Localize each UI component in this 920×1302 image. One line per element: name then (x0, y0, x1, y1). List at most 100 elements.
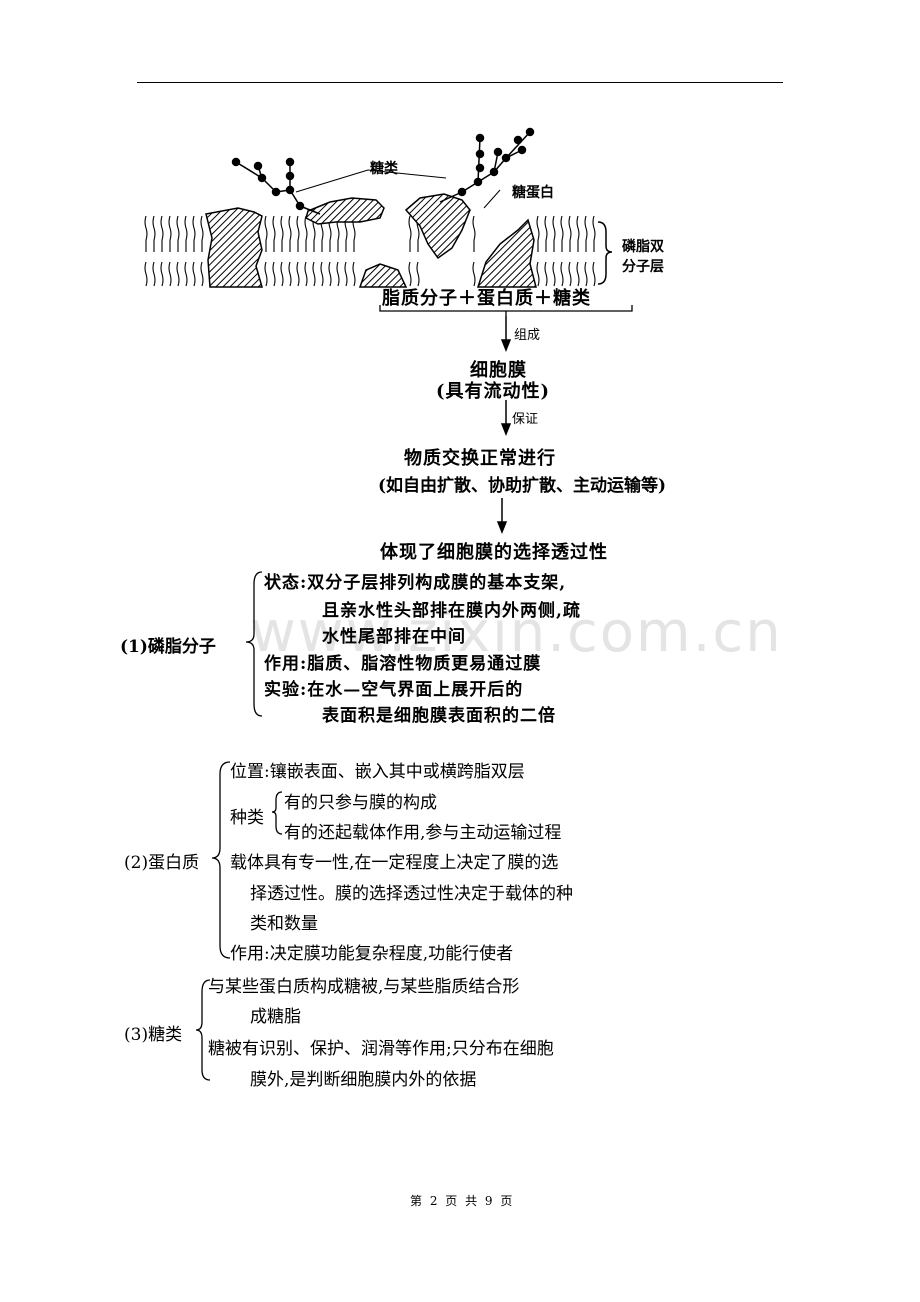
protein-type-1: 有的只参与膜的构成 (284, 793, 437, 813)
section1-line: 作用:脂质、脂溶性物质更易通过膜 (264, 654, 542, 674)
membrane-title: 细胞膜 (470, 360, 527, 381)
lipid-tail (264, 215, 268, 252)
arrow-label-compose: 组成 (514, 328, 541, 343)
protein-position: 位置:镶嵌表面、嵌入其中或横跨脂双层 (230, 762, 525, 782)
sugar-line: 成糖脂 (250, 1007, 301, 1027)
composition-text: 脂质分子＋蛋白质＋糖类 (382, 288, 591, 309)
lipid-tail (576, 215, 580, 252)
protein-type-label: 种类 (230, 808, 264, 828)
watermark: www.zixin.com.cn (250, 600, 783, 665)
lipid-tail (272, 261, 276, 287)
lipid-tail (560, 261, 564, 287)
lipid-tail (160, 215, 164, 252)
sugar-label: 糖类 (370, 161, 398, 177)
bilayer-brace (597, 221, 613, 285)
bilayer-label-1: 磷脂双 (622, 239, 664, 255)
protein-middle (305, 197, 385, 225)
arrow-label-guarantee: 保证 (512, 412, 539, 427)
lipid-tail (296, 261, 300, 287)
lipid-tail (320, 261, 324, 287)
lipid-tail (264, 261, 268, 287)
brace-section2 (211, 761, 231, 959)
lipid-tail (592, 215, 596, 252)
brace-types (271, 791, 283, 835)
section1-line: 状态:双分子层排列构成膜的基本支架, (264, 573, 567, 593)
lipid-tail (296, 215, 300, 252)
label-leader-lines (295, 169, 501, 209)
section3-label: (3)糖类 (124, 1025, 183, 1045)
lipid-tail (176, 261, 180, 287)
sugar-chains (231, 127, 535, 215)
lipid-tail (344, 261, 348, 287)
lipid-tail (312, 261, 316, 287)
lipid-tail (408, 261, 412, 287)
protein-small (358, 263, 408, 288)
lipid-tail (472, 215, 476, 252)
lipid-tail (544, 261, 548, 287)
phospholipid-tails (144, 215, 596, 287)
lipid-tail (280, 261, 284, 287)
lipid-tail (152, 215, 156, 252)
selective-permeability-text: 体现了细胞膜的选择透过性 (380, 542, 608, 563)
lipid-tail (552, 261, 556, 287)
lipid-tail (352, 261, 356, 287)
section1-line: 且亲水性头部排在膜内外两侧,疏 (322, 601, 581, 621)
lipid-tail (176, 215, 180, 252)
top-rule (137, 82, 783, 83)
lipid-tail (584, 261, 588, 287)
section1-label: (1)磷脂分子 (120, 637, 216, 657)
lipid-tail (144, 261, 148, 287)
lipid-tail (576, 261, 580, 287)
lipid-tail (568, 261, 572, 287)
protein-carrier-line: 载体具有专一性,在一定程度上决定了膜的选 (230, 853, 559, 873)
protein-shapes (205, 193, 537, 288)
lipid-tail (304, 261, 308, 287)
lipid-tail (200, 215, 204, 252)
lipid-tail (304, 215, 308, 252)
brace-section3 (195, 979, 211, 1081)
exchange-text: 物质交换正常进行 (404, 448, 556, 469)
bilayer-label-2: 分子层 (622, 259, 664, 275)
lipid-tail (168, 261, 172, 287)
lipid-tail (560, 215, 564, 252)
brace-section1 (245, 571, 263, 717)
lipid-tail (408, 215, 412, 252)
lipid-tail (552, 215, 556, 252)
lipid-tail (472, 261, 476, 287)
lipid-tail (328, 261, 332, 287)
page-footer: 第 2 页 共 9 页 (410, 1194, 515, 1208)
protein-left (205, 207, 263, 288)
protein-right-top (404, 193, 471, 260)
lipid-tail (144, 215, 148, 252)
sugar-line: 膜外,是判断细胞膜内外的依据 (250, 1070, 477, 1090)
lipid-tail (336, 261, 340, 287)
section1-line: 表面积是细胞膜表面积的二倍 (322, 706, 556, 726)
section2-label: (2)蛋白质 (124, 853, 200, 873)
section1-line: 实验:在水—空气界面上展开后的 (264, 680, 524, 700)
lipid-tail (272, 215, 276, 252)
lipid-tail (280, 215, 284, 252)
composition-brace (379, 305, 633, 316)
lipid-tail (584, 215, 588, 252)
protein-carrier-line: 择透过性。膜的选择透过性决定于载体的种 (250, 884, 573, 904)
protein-right-bottom (476, 218, 537, 288)
section1-line: 水性尾部排在中间 (322, 627, 466, 647)
lipid-tail (288, 261, 292, 287)
lipid-tail (544, 215, 548, 252)
lipid-tail (184, 261, 188, 287)
glycoprotein-label: 糖蛋白 (512, 185, 554, 201)
lipid-tail (160, 261, 164, 287)
lipid-tail (568, 215, 572, 252)
lipid-tail (536, 215, 540, 252)
lipid-tail (192, 261, 196, 287)
protein-function: 作用:决定膜功能复杂程度,功能行使者 (230, 944, 514, 964)
lipid-tail (416, 261, 420, 287)
exchange-examples: (如自由扩散、协助扩散、主动运输等) (378, 476, 667, 496)
membrane-diagram (144, 127, 633, 316)
sugar-line: 与某些蛋白质构成糖被,与某些脂质结合形 (208, 977, 520, 997)
lipid-tail (592, 261, 596, 287)
protein-carrier-line: 类和数量 (250, 914, 318, 934)
lipid-tail (200, 261, 204, 287)
lipid-tail (192, 215, 196, 252)
